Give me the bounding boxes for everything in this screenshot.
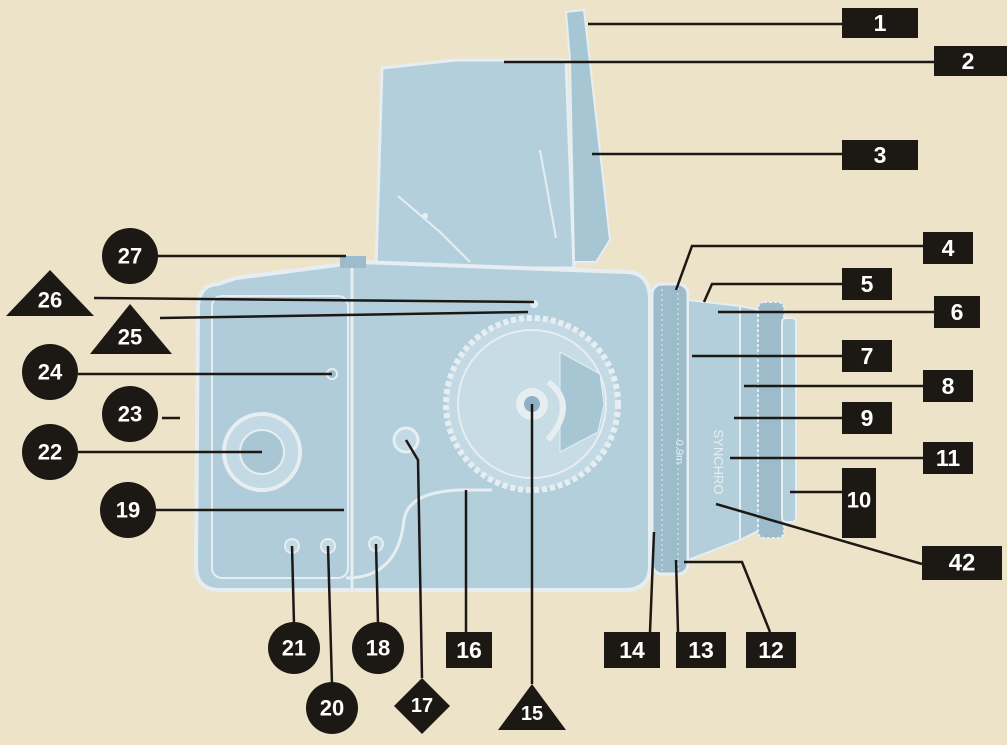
callout-23-label: 23: [118, 402, 142, 427]
callout-3-label: 3: [874, 142, 887, 168]
callout-42-label: 42: [949, 550, 976, 577]
callout-3: 3: [842, 140, 918, 170]
callout-22-label: 22: [38, 440, 62, 465]
callout-1-label: 1: [874, 10, 887, 36]
callout-19-label: 19: [116, 498, 140, 523]
leader-line-14: [648, 531, 656, 633]
leader-line-12: [684, 560, 772, 633]
callout-10-label: 10: [847, 488, 871, 513]
callout-17-label: 17: [411, 695, 433, 717]
callout-22: 22: [22, 424, 78, 480]
callout-13-label: 13: [688, 637, 714, 663]
callout-14-label: 14: [619, 637, 645, 663]
callout-26: 26: [6, 270, 94, 316]
leader-line-5: [702, 282, 842, 303]
callout-18-label: 18: [366, 636, 390, 661]
callout-11: 11: [923, 442, 973, 474]
callout-25: 25: [90, 304, 172, 354]
callout-9-label: 9: [861, 405, 874, 431]
leader-line-17: [404, 439, 424, 679]
callout-4-label: 4: [942, 235, 955, 261]
callout-26-label: 26: [38, 288, 62, 313]
leader-line-21: [290, 545, 296, 625]
callout-19: 19: [100, 482, 156, 538]
callout-badges: 1 2 3 4 5 6 7 8 9 10 11 42 12 13 14 16 1…: [6, 8, 1007, 734]
callout-17: 17: [394, 678, 450, 734]
callout-15: 15: [498, 684, 566, 730]
callout-9: 9: [842, 402, 892, 434]
lens: SYNCHRO 0.9m: [650, 282, 797, 576]
callout-11-label: 11: [936, 445, 961, 471]
callout-27-label: 27: [118, 244, 142, 269]
callout-5-label: 5: [861, 271, 874, 297]
leader-line-26: [93, 296, 535, 304]
callout-21: 21: [268, 622, 320, 674]
callout-16: 16: [446, 632, 492, 668]
leader-line-18: [374, 543, 380, 625]
callout-8: 8: [923, 370, 973, 402]
callout-18: 18: [352, 622, 404, 674]
callout-1: 1: [842, 8, 918, 38]
callout-14: 14: [604, 632, 660, 668]
leader-line-13: [674, 559, 680, 633]
callout-24-label: 24: [38, 360, 63, 385]
lens-brand-text: SYNCHRO: [711, 429, 726, 494]
lens-distance-text: 0.9m: [673, 440, 685, 464]
leader-lines: [78, 22, 934, 685]
callout-7-label: 7: [861, 343, 874, 369]
callout-21-label: 21: [282, 636, 306, 661]
callout-10: 10: [842, 468, 876, 538]
callout-27: 27: [102, 228, 158, 284]
viewfinder-hood: [374, 8, 612, 270]
callout-5: 5: [842, 268, 892, 300]
callout-6-label: 6: [951, 299, 964, 325]
callout-7: 7: [842, 340, 892, 372]
callout-16-label: 16: [456, 637, 482, 663]
leader-line-4: [674, 244, 923, 291]
callout-25-label: 25: [118, 325, 142, 350]
callout-20-label: 20: [320, 696, 344, 721]
callout-20: 20: [306, 682, 358, 734]
leader-line-25: [159, 310, 529, 320]
callout-4: 4: [923, 232, 973, 264]
callout-42: 42: [922, 546, 1002, 580]
leader-line-42: [715, 502, 923, 566]
callout-23: 23: [102, 386, 158, 442]
leader-line-20: [326, 545, 334, 685]
callout-8-label: 8: [942, 373, 955, 399]
callout-12-label: 12: [758, 637, 784, 663]
callout-24: 24: [22, 344, 78, 400]
callout-6: 6: [934, 296, 980, 328]
callout-13: 13: [676, 632, 726, 668]
callout-2-label: 2: [962, 48, 975, 74]
callout-12: 12: [746, 632, 796, 668]
callout-2: 2: [934, 46, 1007, 76]
callout-15-label: 15: [521, 703, 543, 725]
